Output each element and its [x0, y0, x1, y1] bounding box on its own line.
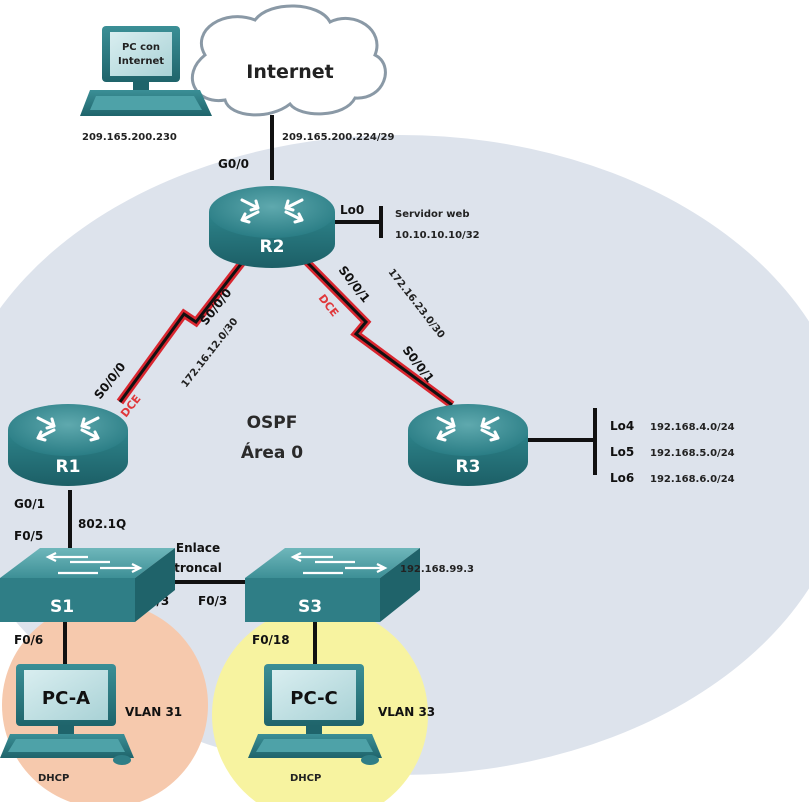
- internet-cloud: Internet: [191, 4, 387, 117]
- lo5-name: Lo5: [610, 445, 634, 459]
- switch-s3: S3: [245, 548, 420, 622]
- lo4-name: Lo4: [610, 419, 634, 433]
- s1-f06-label: F0/6: [14, 633, 43, 647]
- pcc-name: PC-C: [290, 688, 338, 709]
- s3-ip: 192.168.99.3: [400, 564, 474, 575]
- pca-ip: DHCP: [38, 773, 69, 784]
- pcc-vlan: VLAN 33: [378, 705, 435, 719]
- s3-f018-label: F0/18: [252, 633, 290, 647]
- r2-g00-label: G0/0: [218, 157, 249, 171]
- internet-label: Internet: [246, 61, 333, 83]
- pcc-ip: DHCP: [290, 773, 321, 784]
- web-server-label: Servidor web: [395, 209, 469, 220]
- internet-pc-ip: 209.165.200.230: [82, 132, 177, 143]
- r1-g01-label: G0/1: [14, 497, 45, 511]
- r2-lo0-label: Lo0: [340, 203, 364, 217]
- pca-name: PC-A: [42, 688, 90, 709]
- internet-pc-label-2: Internet: [118, 56, 164, 67]
- lo4-net: 192.168.4.0/24: [650, 422, 735, 433]
- r1-name: R1: [56, 457, 81, 477]
- r3-loopback-list: Lo4 192.168.4.0/24 Lo5 192.168.5.0/24 Lo…: [610, 419, 735, 485]
- internet-pc-label-1: PC con: [122, 42, 160, 53]
- router-r3: R3: [408, 404, 528, 486]
- lo6-name: Lo6: [610, 471, 634, 485]
- trunk-8021q-label: 802.1Q: [78, 517, 126, 531]
- pca-vlan: VLAN 31: [125, 705, 182, 719]
- serial-link-r1-r2-core: [118, 254, 250, 403]
- pc-c: PC-C: [248, 664, 382, 765]
- switch-s1: S1: [0, 548, 175, 622]
- r2-name: R2: [260, 237, 285, 257]
- lo5-net: 192.168.5.0/24: [650, 448, 735, 459]
- web-server-ip: 10.10.10.10/32: [395, 230, 480, 241]
- trunk-label-2: troncal: [174, 561, 222, 575]
- router-r1: R1: [8, 404, 128, 486]
- internet-pc: PC con Internet: [80, 26, 212, 116]
- s1-name: S1: [50, 597, 74, 617]
- ospf-label: OSPF: [247, 413, 298, 433]
- s1-f05-label: F0/5: [14, 529, 43, 543]
- ospf-area-background: [0, 135, 809, 775]
- r3-name: R3: [456, 457, 481, 477]
- pc-a: PC-A: [0, 664, 134, 765]
- area-label: Área 0: [241, 441, 303, 463]
- serial-link-r2-r3-core: [298, 253, 453, 407]
- router-r2: R2: [209, 186, 335, 268]
- lo6-net: 192.168.6.0/24: [650, 474, 735, 485]
- trunk-label-1: Enlace: [176, 541, 220, 555]
- s3-name: S3: [298, 597, 322, 617]
- internet-link-net: 209.165.200.224/29: [282, 132, 395, 143]
- s3-f03-label: F0/3: [198, 594, 227, 608]
